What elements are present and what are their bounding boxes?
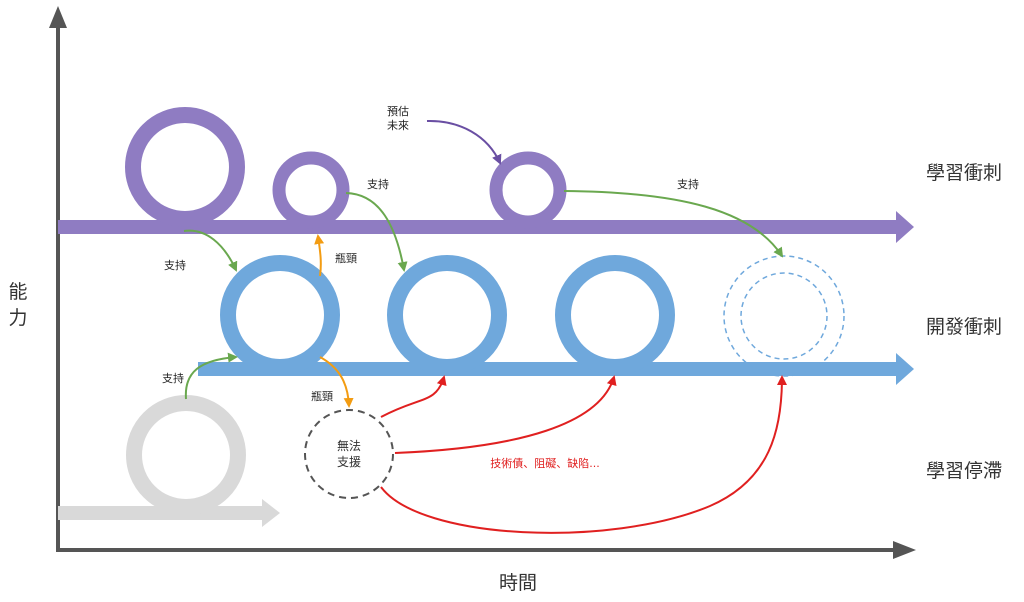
dev-loop-2: [387, 255, 507, 375]
stagnation-lane: [58, 395, 280, 527]
stagnation-arrowhead: [262, 499, 280, 527]
axes: [49, 6, 916, 559]
predict-label-line2: 未來: [387, 119, 409, 132]
support-arrow-1: [183, 229, 238, 272]
unsupported-label-line1: 無法: [337, 438, 361, 453]
unsupported-label-line2: 支援: [337, 455, 361, 469]
learning-sprint-arrowhead: [896, 211, 914, 243]
bottleneck-label-2: 瓶頸: [311, 389, 333, 403]
predict-arrow: [426, 119, 502, 165]
x-axis-arrowhead: [893, 541, 916, 559]
debt-label: 技術債、阻礙、缺陷...: [490, 456, 600, 470]
support-arrow-4: [184, 352, 238, 400]
dev-loop-3: [555, 255, 675, 375]
bottleneck-arrow-down: [319, 356, 354, 408]
learning-loop-3: [489, 151, 567, 229]
y-axis-label-line2: 力: [8, 307, 27, 329]
bottleneck-arrows: [314, 234, 354, 408]
learning-loop-2: [272, 151, 350, 229]
unsupported-circle: [304, 409, 394, 499]
dev-loop-future-outer: [723, 255, 845, 377]
lane-label-stagnation: 學習停滯: [926, 460, 1002, 482]
lane-label-learning-sprint: 學習衝刺: [926, 162, 1002, 184]
support-arrow-3: [563, 190, 784, 258]
support-label-3: 支持: [164, 258, 186, 272]
stagnation-loop: [126, 395, 246, 515]
support-label-2: 支持: [677, 177, 699, 191]
x-axis-label: 時間: [499, 572, 537, 594]
debt-arrows: [380, 375, 787, 534]
dev-loop-future-inner: [740, 272, 828, 360]
lane-label-dev-sprint: 開發衝刺: [926, 316, 1002, 338]
predict-label-line1: 預估: [387, 105, 409, 118]
support-label-1: 支持: [367, 177, 389, 191]
dev-loop-1: [220, 255, 340, 375]
debt-arrow-3: [380, 375, 787, 534]
learning-sprint-lane: [58, 107, 914, 243]
dev-sprint-lane: [198, 255, 914, 385]
support-arrow-2: [345, 192, 408, 272]
y-axis-arrowhead: [49, 6, 67, 28]
bottleneck-label-1: 瓶頸: [335, 251, 357, 265]
debt-arrow-2: [394, 375, 617, 454]
support-arrows: [183, 190, 784, 400]
bottleneck-arrow-up: [314, 234, 325, 277]
dev-sprint-arrowhead: [896, 353, 914, 385]
annotations: 預估 未來 支持 支持 支持 支持 瓶頸 瓶頸 無法 支援 技術債、阻礙、缺陷.…: [162, 105, 699, 470]
lane-labels: 學習衝刺 開發衝刺 學習停滯: [926, 162, 1002, 482]
support-label-4: 支持: [162, 371, 184, 385]
y-axis-label-line1: 能: [8, 281, 27, 303]
debt-arrow-1: [380, 375, 447, 418]
learning-loop-1: [125, 107, 245, 227]
